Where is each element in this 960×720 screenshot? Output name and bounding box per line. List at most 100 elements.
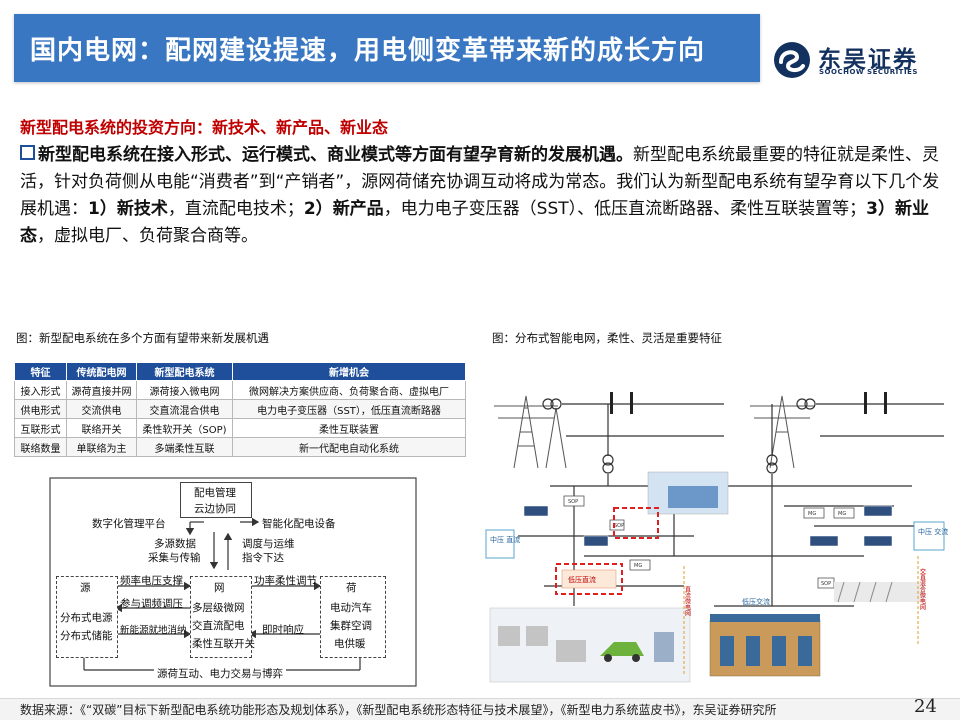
- right-figure-caption: 图：分布式智能电网，柔性、灵活是重要特征: [492, 331, 722, 345]
- source-item: 分布式电源: [60, 612, 113, 624]
- brand-name-en: SOOCHOW SECURITIES: [819, 68, 918, 76]
- paragraph-text-1: 新型配电系统最重要的特征就是柔性、灵活，针对负荷侧从电能“消费者”到“产销者”，…: [20, 145, 940, 219]
- table-cell: 多端柔性互联: [136, 437, 233, 457]
- grid-item: 交直流配电: [192, 620, 245, 632]
- grid-box: [190, 576, 252, 658]
- paragraph-num-2: 2）: [303, 199, 333, 219]
- table-header-row: 特征 传统配电网 新型配电系统 新增机会: [14, 362, 466, 381]
- smart-grid-schematic: SOP SOP SOP MG MG MG: [484, 356, 948, 692]
- table-cell: 源荷直接并网: [66, 380, 137, 400]
- source-grid-load-diagram: 配电管理 云边协同 数字化管理平台 智能化配电设备 多源数据 采集与传输 调度与…: [14, 474, 466, 692]
- table-cell: 联络开关: [66, 418, 137, 438]
- mg-label: MG: [634, 563, 642, 569]
- mv-ac-label: 中压 交流: [918, 527, 948, 536]
- data-collection-label-2: 采集与传输: [148, 552, 201, 564]
- paragraph-lead: 新型配电系统在接入形式、运行模式、商业模式等方面有望孕育新的发展机遇。: [38, 145, 633, 165]
- table-cell: 互联形式: [14, 418, 67, 438]
- digital-platform-label: 数字化管理平台: [92, 518, 166, 530]
- mg-label: MG: [808, 511, 816, 517]
- table-row: 联络数量 单联络为主 多端柔性互联 新一代配电自动化系统: [14, 437, 466, 457]
- paragraph-keyword-2: 新产品: [332, 199, 384, 219]
- distribution-management-label: 配电管理: [194, 487, 236, 499]
- table-header-cell: 特征: [14, 362, 67, 381]
- load-item: 电供暖: [334, 638, 366, 650]
- paragraph-keyword-3: 新业态: [20, 199, 929, 246]
- table-row: 供电形式 交流供电 交直流混合供电 电力电子变压器（SST），低压直流断路器: [14, 399, 466, 419]
- footer-divider: [0, 698, 960, 699]
- transmission-tower-icon: [494, 395, 567, 469]
- table-cell: 交流供电: [66, 399, 137, 419]
- interaction-label: 源荷互动、电力交易与博弈: [154, 666, 286, 681]
- smart-equipment-label: 智能化配电设备: [262, 518, 336, 530]
- sop-label: SOP: [568, 499, 578, 505]
- data-source-note: 数据来源：《“双碳”目标下新型配电系统功能形态及规划体系》，《新型配电系统形态特…: [20, 703, 777, 717]
- load-item: 集群空调: [330, 620, 372, 632]
- paragraph-text-3: ，电力电子变压器（SST）、低压直流断路器、柔性互联装置等；: [383, 199, 867, 219]
- transmission-tower-icon: [750, 395, 814, 469]
- page-title: 国内电网：配网建设提速，用电侧变革带来新的成长方向: [30, 36, 706, 66]
- sop-label: SOP: [614, 523, 624, 529]
- arrow-label: 即时响应: [262, 624, 304, 636]
- table-row: 接入形式 源荷直接并网 源荷接入微电网 微网解决方案供应商、负荷聚合商、虚拟电厂: [14, 380, 466, 400]
- table-header-cell: 传统配电网: [66, 362, 137, 381]
- dc-microgrid-label: 直流微电网: [684, 585, 691, 617]
- paragraph-num-3: 3）: [866, 199, 895, 219]
- load-title: 荷: [346, 582, 357, 594]
- brand-logo: 东吴证券 SOOCHOW SECURITIES: [772, 40, 952, 80]
- page-number: 24: [914, 696, 937, 717]
- lv-dc-highlight-box: [555, 563, 623, 595]
- table-cell: 柔性软开关（SOP): [136, 418, 233, 438]
- load-item: 电动汽车: [330, 602, 372, 614]
- source-item: 分布式储能: [60, 630, 113, 642]
- table-header-cell: 新增机会: [232, 362, 466, 381]
- grid-schematic-icon: SOP SOP SOP MG MG MG: [485, 392, 948, 683]
- source-title: 源: [80, 582, 91, 594]
- table-cell: 接入形式: [14, 380, 67, 400]
- mv-dc-label: 中压 直流: [490, 535, 520, 544]
- section-title: 新型配电系统的投资方向：新技术、新产品、新业态: [20, 118, 389, 137]
- sop-label: SOP: [821, 581, 831, 587]
- table-row: 互联形式 联络开关 柔性软开关（SOP) 柔性互联装置: [14, 418, 466, 438]
- dispatch-label-1: 调度与运维: [242, 538, 295, 550]
- load-box: [320, 576, 386, 658]
- grid-item: 多层级微网: [192, 602, 245, 614]
- table-cell: 联络数量: [14, 437, 67, 457]
- soochow-logo-icon: [774, 42, 810, 78]
- opportunity-table: 特征 传统配电网 新型配电系统 新增机会 接入形式 源荷直接并网 源荷接入微电网…: [14, 362, 466, 457]
- left-figure-caption: 图：新型配电系统在多个方面有望带来新发展机遇: [16, 331, 269, 345]
- arrow-label: 新能源就地消纳: [120, 625, 187, 636]
- body-paragraph: 新型配电系统在接入形式、运行模式、商业模式等方面有望孕育新的发展机遇。新型配电系…: [20, 142, 946, 250]
- table-header-cell: 新型配电系统: [136, 362, 233, 381]
- arrow-label: 功率柔性调节: [254, 575, 317, 587]
- grid-title: 网: [214, 582, 225, 594]
- hybrid-microgrid-label: 交直混合微电网: [919, 567, 926, 611]
- mg-label: MG: [838, 511, 846, 517]
- lv-ac-label: 低压交流: [742, 597, 770, 606]
- data-collection-label-1: 多源数据: [154, 538, 196, 550]
- table-cell: 柔性互联装置: [232, 418, 466, 438]
- table-cell: 电力电子变压器（SST），低压直流断路器: [232, 399, 466, 419]
- table-cell: 微网解决方案供应商、负荷聚合商、虚拟电厂: [232, 380, 466, 400]
- distribution-management-box: [180, 482, 252, 518]
- lv-dc-label: 低压直流: [568, 575, 596, 584]
- brand-name-cn: 东吴证券: [818, 47, 918, 73]
- sop-highlight-box: [613, 507, 659, 539]
- table-cell: 交直流混合供电: [136, 399, 233, 419]
- cloud-edge-label: 云边协同: [194, 503, 236, 515]
- bullet-square-icon: [20, 145, 35, 160]
- footer: 数据来源：《“双碳”目标下新型配电系统功能形态及规划体系》，《新型配电系统形态特…: [0, 696, 960, 720]
- paragraph-num-1: 1）: [88, 199, 117, 219]
- paragraph-keyword-1: 新技术: [116, 199, 168, 219]
- dispatch-label-2: 指令下达: [242, 552, 284, 564]
- grid-item: 柔性互联开关: [192, 638, 255, 650]
- header-banner: 国内电网：配网建设提速，用电侧变革带来新的成长方向: [14, 14, 760, 82]
- source-box: [56, 576, 118, 658]
- arrow-label: 频率电压支撑: [120, 575, 183, 587]
- table-cell: 单联络为主: [66, 437, 137, 457]
- paragraph-text-2: ，直流配电技术；: [167, 199, 304, 219]
- arrow-label: 参与调频调压: [120, 598, 183, 610]
- table-cell: 源荷接入微电网: [136, 380, 233, 400]
- table-cell: 供电形式: [14, 399, 67, 419]
- paragraph-text-4: ，虚拟电厂、负荷聚合商等。: [37, 226, 258, 246]
- table-cell: 新一代配电自动化系统: [232, 437, 466, 457]
